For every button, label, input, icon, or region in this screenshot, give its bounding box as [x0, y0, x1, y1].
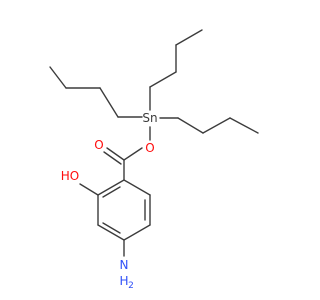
structure-diagram: Sn O O HO N H 2: [49, 29, 259, 291]
ring-hydroxyl-bond: [79, 183, 99, 196]
ester-oxygen-label: O: [145, 141, 154, 155]
butyl-chain-left: [49, 66, 143, 118]
molecule-canvas: Sn O O HO N H 2: [49, 29, 259, 291]
butyl-chain-right: [159, 117, 259, 134]
amino-subscript: 2: [128, 281, 134, 291]
ester-bond: [123, 147, 143, 161]
carbonyl-double-bond: [103, 147, 125, 165]
amino-nitrogen-label: N: [120, 258, 129, 272]
hydroxyl-label: HO: [61, 169, 79, 183]
amino-hydrogen-label: H: [119, 274, 128, 288]
tin-atom-label: Sn: [142, 111, 157, 125]
carbonyl-oxygen-label: O: [94, 138, 103, 152]
butyl-chain-top: [149, 29, 203, 111]
benzene-ring: [97, 179, 151, 241]
